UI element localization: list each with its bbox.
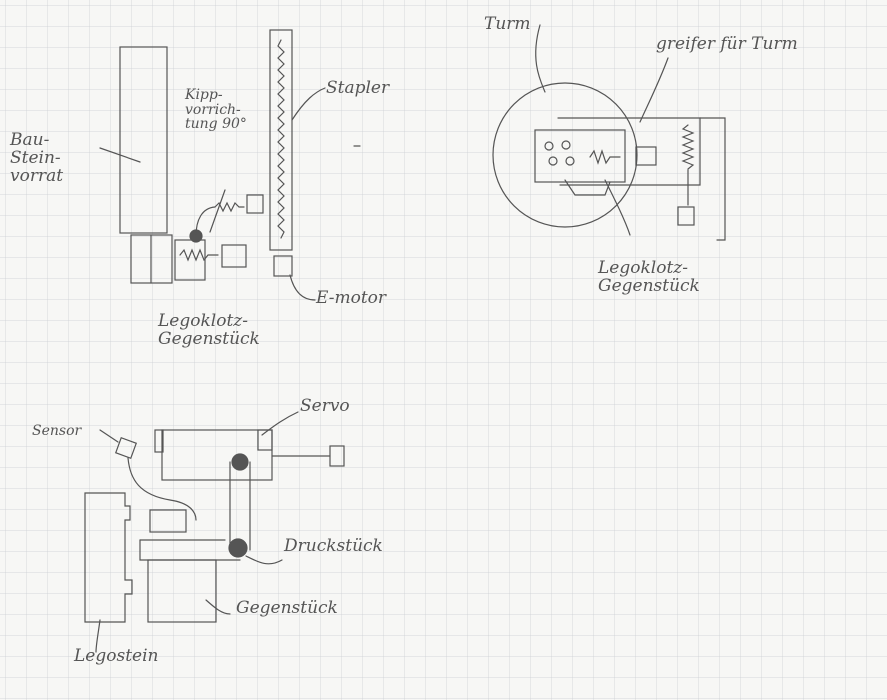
- label-legoklotz-gegenstueck-right: Legoklotz- Gegenstück: [598, 260, 700, 296]
- label-legoklotz-gegenstueck-left: Legoklotz- Gegenstück: [158, 313, 260, 349]
- label-gegenstueck: Gegenstück: [236, 600, 338, 618]
- label-greifer-fuer-turm: greifer für Turm: [656, 36, 798, 54]
- label-kippvorrichtung: Kipp- vorrich- tung 90°: [185, 88, 247, 132]
- label-e-motor: E-motor: [316, 290, 386, 308]
- label-servo: Servo: [300, 398, 350, 416]
- label-legostein: Legostein: [74, 648, 158, 666]
- label-sensor: Sensor: [32, 424, 81, 439]
- label-stapler: Stapler: [326, 80, 389, 98]
- label-turm: Turm: [484, 16, 531, 34]
- label-bausteinvorrat: Bau- Stein- vorrat: [10, 132, 63, 186]
- label-druckstueck: Druckstück: [284, 538, 383, 556]
